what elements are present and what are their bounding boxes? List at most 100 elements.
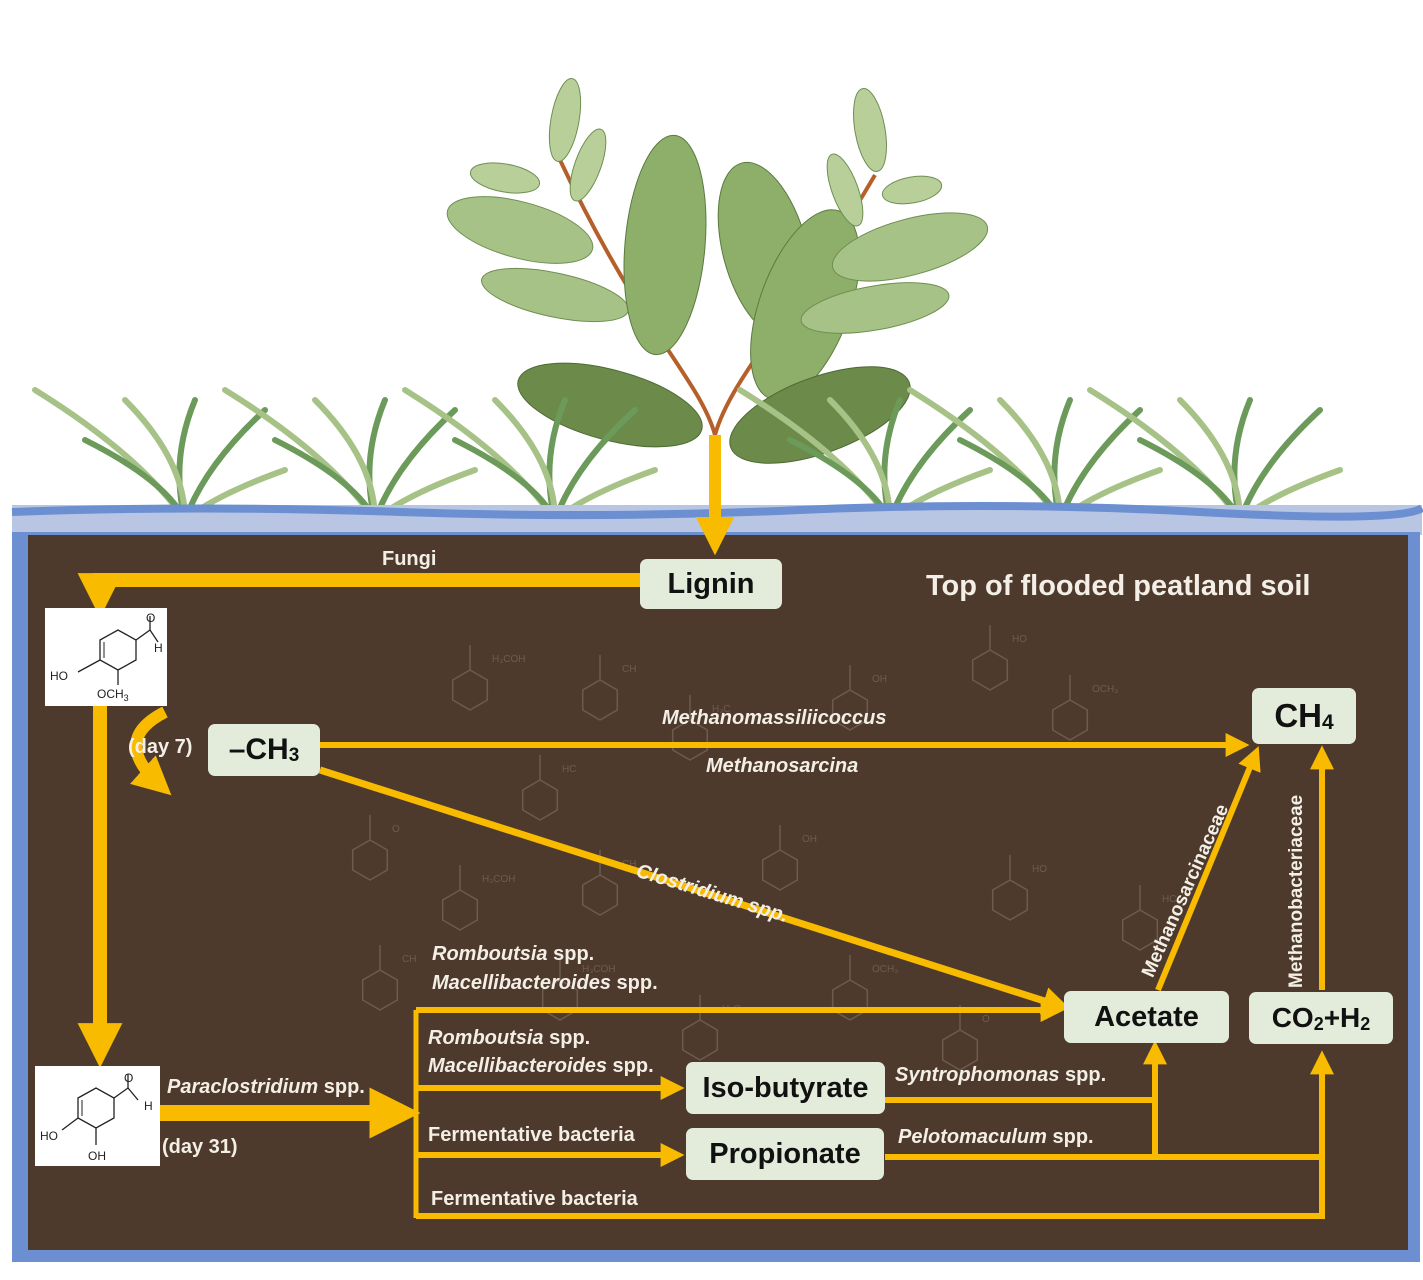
macellibacteroides-text-1: Macellibacteroides <box>432 972 611 994</box>
background-aromatic-ring <box>991 879 1029 921</box>
background-structure-label: OH <box>872 674 887 685</box>
co2-subscript: 2 <box>1313 1013 1324 1034</box>
arrow-fungi-lignin-to-vanillin <box>77 573 640 618</box>
h2-label: +H <box>1323 1002 1361 1033</box>
isobutyrate-label: Iso-butyrate <box>702 1071 869 1104</box>
svg-text:OCH3: OCH3 <box>97 687 129 703</box>
methanomassiliicoccus-text: Methanomassiliicoccus <box>662 707 887 729</box>
methanosarcina-text: Methanosarcina <box>706 755 859 777</box>
protocatechualdehyde-molecule: O H HO OH <box>35 1066 160 1166</box>
romboutsia-text-2: Romboutsia <box>428 1027 544 1049</box>
fungi-label: Fungi <box>382 548 437 570</box>
macellibacteroides-label-2: Macellibacteroides spp. <box>428 1055 654 1078</box>
background-structure-label: H₃COH <box>582 964 616 975</box>
svg-text:O: O <box>146 611 155 625</box>
background-aromatic-ring <box>831 979 869 1021</box>
arrow-methyl-to-acetate <box>318 766 1071 1015</box>
background-aromatic-ring <box>541 979 579 1021</box>
ch4-label: CH <box>1274 697 1322 734</box>
propionate-node: Propionate <box>686 1128 884 1180</box>
svg-text:OH: OH <box>88 1149 106 1163</box>
background-structure-label: HC <box>1162 894 1176 905</box>
spp-text: spp. <box>543 1027 591 1049</box>
spp-text: spp. <box>610 972 658 994</box>
background-structure-label: CH <box>402 954 416 965</box>
background-aromatic-ring <box>581 679 619 721</box>
lignin-node: Lignin <box>640 559 782 609</box>
background-structure-label: OH <box>802 834 817 845</box>
background-structure-label: OCH₃ <box>1092 684 1118 695</box>
arrow-fermentative-to-co2h2 <box>416 1050 1334 1219</box>
methanobacteriaceae-label: Methanobacteriaceae <box>1286 794 1307 988</box>
background-aromatic-ring <box>361 969 399 1011</box>
spp-text: spp. <box>547 943 595 965</box>
background-structure-label: HO <box>1032 864 1047 875</box>
paraclostridium-text: Paraclostridium <box>167 1076 319 1098</box>
methanomassiliicoccus-label: Methanomassiliicoccus <box>662 707 887 730</box>
methyl-label: –CH <box>228 733 289 766</box>
romboutsia-label-2: Romboutsia spp. <box>428 1027 590 1050</box>
day7-label: (day 7) <box>128 736 193 758</box>
macellibacteroides-text-2: Macellibacteroides <box>428 1055 607 1077</box>
spp-text: spp. <box>1046 1126 1094 1148</box>
fermentative-bacteria-label-1: Fermentative bacteria <box>428 1124 635 1146</box>
background-aromatic-ring <box>761 849 799 891</box>
background-aromatic-ring <box>581 874 619 916</box>
background-aromatic-ring <box>681 1019 719 1061</box>
background-structure-label: O <box>982 1014 990 1025</box>
background-structure-label: CH <box>622 664 636 675</box>
background-aromatic-ring <box>831 689 869 731</box>
h2-subscript: 2 <box>1360 1013 1371 1034</box>
background-structure-label: H₃C <box>712 704 731 715</box>
background-aromatic-ring <box>1051 699 1089 741</box>
background-structure-label: H₃COH <box>482 874 516 885</box>
background-aromatic-ring <box>941 1029 979 1071</box>
methyl-subscript: 3 <box>288 745 300 766</box>
spp-text: spp. <box>1059 1064 1107 1086</box>
acetate-node: Acetate <box>1064 991 1229 1043</box>
spp-text: spp. <box>606 1055 654 1077</box>
shrub-plant-illustration <box>446 78 989 464</box>
svg-text:HO: HO <box>50 669 68 683</box>
syntrophomonas-text: Syntrophomonas <box>895 1064 1060 1086</box>
grass-tuft <box>1087 387 1343 523</box>
pelotomaculum-text: Pelotomaculum <box>898 1126 1047 1148</box>
background-structure-label: H₃COH <box>492 654 526 665</box>
pathway-arrows <box>77 435 1334 1219</box>
propionate-label: Propionate <box>709 1137 861 1170</box>
background-aromatic-ring <box>451 669 489 711</box>
background-aromatic-ring <box>351 839 389 881</box>
spp-text: spp. <box>318 1076 365 1098</box>
background-aromatic-ring <box>1121 909 1159 951</box>
macellibacteroides-label-1: Macellibacteroides spp. <box>432 972 658 995</box>
arrow-acetate-to-ch4 <box>1155 746 1261 992</box>
background-aromatic-ring <box>441 889 479 931</box>
svg-text:O: O <box>124 1071 133 1085</box>
soil-title: Top of flooded peatland soil <box>926 570 1311 602</box>
background-structure-label: HC <box>562 764 576 775</box>
acetate-label: Acetate <box>1094 1000 1199 1033</box>
background-structure-label: CH <box>622 859 636 870</box>
background-structure-label: OCH₃ <box>872 964 898 975</box>
svg-text:H: H <box>154 641 163 655</box>
day31-label: (day 31) <box>162 1136 238 1158</box>
syntrophomonas-label: Syntrophomonas spp. <box>895 1064 1106 1087</box>
methanosarcina-label: Methanosarcina <box>706 755 858 778</box>
fermentative-bacteria-label-2: Fermentative bacteria <box>431 1188 638 1210</box>
arrow-demethylation <box>130 706 172 796</box>
background-aromatic-ring <box>521 779 559 821</box>
svg-text:HO: HO <box>40 1129 58 1143</box>
romboutsia-label-1: Romboutsia spp. <box>432 943 594 966</box>
grass-tuft <box>32 387 288 523</box>
vanillin-molecule: O H HO OCH3 <box>45 608 167 706</box>
paraclostridium-label: Paraclostridium spp. <box>167 1076 365 1099</box>
lignin-node-label: Lignin <box>667 567 755 600</box>
background-structure-label: O <box>392 824 400 835</box>
background-aromatic-ring <box>671 719 709 761</box>
isobutyrate-node: Iso-butyrate <box>686 1062 885 1114</box>
svg-text:H: H <box>144 1099 153 1113</box>
